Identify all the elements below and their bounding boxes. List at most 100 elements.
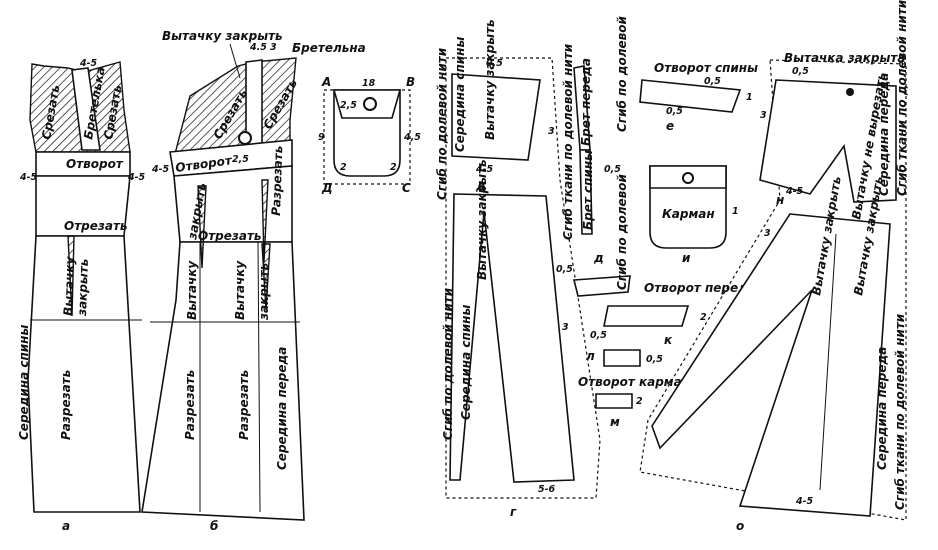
front-dart-2 (261, 179, 269, 263)
label-front-razrezat-2: Разрезать (237, 370, 251, 440)
label-sgib-tkani-d: Сгиб ткани по долевой нити (561, 43, 575, 240)
label-e: е (666, 119, 674, 133)
label-g-sgib: Сгиб по долевой нити (435, 47, 449, 200)
label-front-vytachku-1: Вытачку (185, 260, 199, 320)
piece-otvorot-spiny (639, 79, 742, 113)
label-d-small: д (475, 179, 486, 193)
label-g-vytachku-2: Вытачку закрыть (475, 159, 489, 280)
m-pocket-2a: 2 (340, 162, 347, 173)
m-pocket-9: 9 (318, 132, 325, 143)
m-pocket-45: 4,5 (403, 132, 421, 143)
g-yoke (451, 73, 541, 161)
label-D: Д (321, 181, 333, 195)
leader-vytachku (229, 43, 241, 79)
label-g-seredina-2: Середина спины (459, 305, 473, 420)
m-g-56: 5-6 (538, 484, 556, 495)
m-back-45-right: 4-5 (127, 172, 146, 183)
label-karman: Карман (662, 207, 715, 221)
m-d-05: 0,5 (604, 164, 621, 175)
o-cut-line (819, 233, 837, 491)
m-o-3: 3 (760, 110, 767, 121)
label-back-otvorot: Отворот (66, 157, 124, 171)
label-o-sgib-tkani: Сгиб ткани по долевой нити (895, 0, 909, 196)
m-k-05b: 0,5 (590, 330, 607, 341)
label-front-zakryt-2: закрыть (257, 263, 271, 321)
figure-b-front: Отворот Отрезать Срезать Срезать закрыть… (141, 29, 366, 533)
label-sgib-po-dolevoy-e: Сгиб по долевой (615, 16, 629, 132)
m-l-05: 0,5 (646, 354, 663, 365)
m-back-45-top: 4-5 (79, 58, 98, 69)
label-bretelna: Бретельна (292, 41, 366, 55)
m-g-3b: 3 (562, 322, 569, 333)
label-front-seredina-pereda: Середина переда (275, 347, 289, 470)
m-e-05b: 0,5 (666, 106, 683, 117)
front-cut-line-2 (257, 241, 261, 513)
label-dolevaya: Сгиб по долевой (615, 174, 629, 290)
label-g-vytachka: Вытачку закрыть (483, 19, 497, 140)
m-back-45-left: 4-5 (19, 172, 38, 183)
label-front-vytachku-2: Вытачку (233, 260, 247, 320)
label-otvorot-pereda: Отворот переда (644, 281, 756, 295)
m-pocket-18: 18 (362, 78, 376, 89)
label-zh: д (593, 251, 604, 265)
label-o-seredina-2: Середина переда (875, 347, 889, 470)
karman-button-icon (682, 172, 694, 184)
pocket-outline (323, 89, 411, 185)
label-back-zakryt: закрыть (75, 258, 91, 317)
piece-bret-spiny (579, 149, 593, 235)
label-k: к (664, 333, 673, 347)
label-bret-spiny: Брет спины (581, 150, 595, 230)
m-g-3: 3 (548, 126, 555, 137)
m-m-2: 2 (636, 396, 643, 407)
m-g-45: 4-5 (475, 164, 494, 175)
label-o-seredina-pereda: Середина переда (877, 73, 891, 196)
m-front-45-left: 4-5 (151, 164, 170, 175)
label-back-vytachku: Вытачку (61, 255, 77, 316)
o-yoke (759, 79, 897, 203)
m-k-2: 2 (700, 312, 707, 323)
back-dart (67, 235, 75, 317)
figure-g-back-trousers: Сгиб по долевой нити Середина спины Выта… (435, 19, 601, 519)
label-front-otrezat: Отрезать (198, 229, 262, 243)
o-marker-icon (846, 88, 854, 96)
front-skirt (141, 241, 305, 521)
m-k-05: 0,5 (556, 264, 573, 275)
label-back-seredina-spiny: Середина спины (17, 325, 31, 440)
front-dart-1 (197, 185, 207, 269)
label-g-sgib-2: Сгиб по долевой нити (441, 287, 455, 440)
label-back-otrezat: Отрезать (64, 219, 128, 233)
m-pocket-2b: 2 (390, 162, 397, 173)
front-button-icon (238, 131, 252, 145)
label-vytachku-zakryt-top: Вытачку закрыть (162, 29, 283, 43)
figure-v-pocket: 18 2,5 9 4,5 2 2 А В Д С (318, 75, 421, 195)
m-g-05: 0,5 (486, 58, 503, 69)
m-o-05: 0,5 (792, 66, 809, 77)
pocket-button-icon (363, 97, 377, 111)
piece-otvorot-karmana-1 (603, 349, 641, 367)
m-front-25: 2,5 (232, 154, 249, 165)
o-dashed-outline (639, 59, 907, 521)
label-bret-pereda: Брет переда (579, 58, 593, 146)
m-front-3: 3 (270, 42, 277, 53)
m-e-1: 1 (746, 92, 753, 103)
label-back-razrezat: Разрезать (59, 370, 73, 440)
m-front-45-top: 4.5 (249, 42, 267, 53)
label-front-razrezat-1: Разрезать (183, 370, 197, 440)
label-g-seredina-spiny: Середина спины (453, 37, 467, 152)
label-a: а (62, 519, 70, 533)
label-g: г (510, 505, 517, 519)
label-b: б (210, 519, 218, 533)
m-i-1: 1 (732, 206, 739, 217)
label-n: н (776, 193, 784, 207)
piece-otvorot-karmana-2 (595, 393, 633, 409)
label-i: и (682, 251, 691, 265)
small-pieces: Сгиб ткани по долевой нити Брет переда Б… (556, 16, 758, 429)
m-o-45: 4-5 (785, 186, 804, 197)
back-skirt (27, 235, 141, 513)
label-m: м (610, 415, 620, 429)
piece-otvorot-pereda-2 (603, 305, 690, 327)
figure-a-back: Отворот Отрезать Срезать Срезать Бретель… (17, 58, 146, 533)
m-o-3b: 3 (764, 228, 771, 239)
figure-o-front-trousers: Вытачка закрыта Середина переда Сгиб тка… (639, 0, 909, 533)
